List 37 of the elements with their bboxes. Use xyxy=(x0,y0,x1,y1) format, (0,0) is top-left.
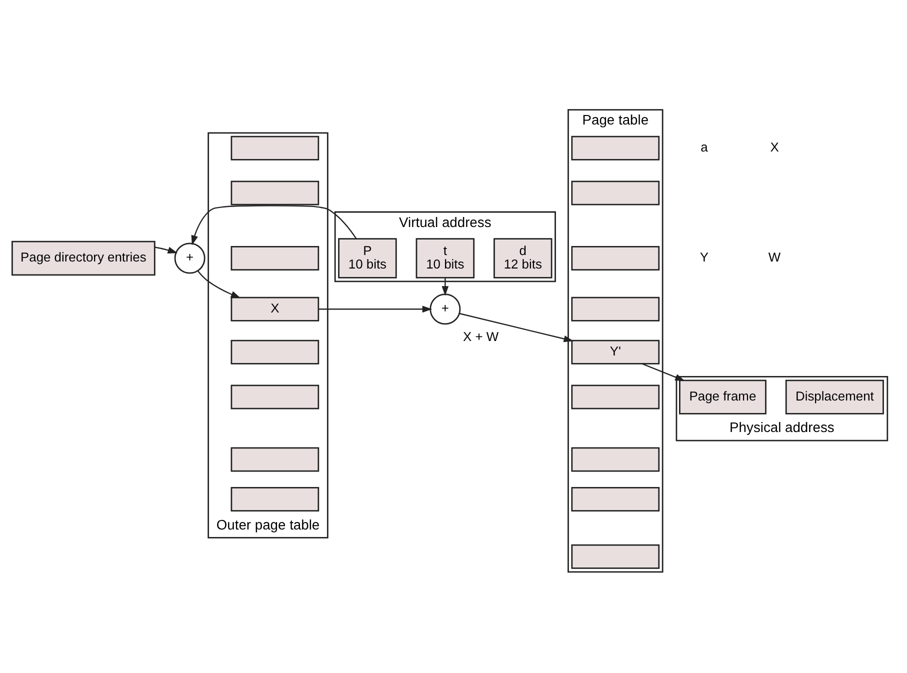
node-box: d 12 bits xyxy=(494,238,552,278)
label: Y xyxy=(700,249,709,264)
node-box xyxy=(230,180,320,205)
arrow xyxy=(154,246,178,253)
node-box xyxy=(571,246,660,270)
node-box: Displacement xyxy=(785,379,884,414)
label: a xyxy=(700,139,708,154)
node-box xyxy=(571,486,660,512)
node-box xyxy=(571,544,660,568)
arrow xyxy=(442,277,449,296)
node-box xyxy=(571,180,660,205)
node-box xyxy=(230,246,320,270)
node-box xyxy=(230,384,320,409)
label: X xyxy=(770,139,779,154)
node-box xyxy=(571,296,660,321)
node-box xyxy=(230,446,320,472)
node-box xyxy=(230,339,320,364)
node-box: t 10 bits xyxy=(416,238,475,278)
node-box xyxy=(230,486,320,512)
arrow xyxy=(318,305,432,312)
arrow xyxy=(642,362,685,380)
node-box: Page frame xyxy=(679,379,766,414)
node-box xyxy=(571,446,660,472)
node-circle: + xyxy=(174,242,206,274)
arrow xyxy=(459,312,574,342)
node-circle: + xyxy=(430,293,461,324)
node-box xyxy=(571,135,660,160)
node-box: Page directory entries xyxy=(11,240,156,276)
node-box: P 10 bits xyxy=(338,238,397,278)
label: W xyxy=(768,249,781,264)
node-box: X xyxy=(230,296,320,321)
arrow xyxy=(197,270,241,298)
edge-label: X + W xyxy=(463,328,499,344)
node-box xyxy=(230,135,320,160)
node-box: Y' xyxy=(571,339,660,364)
node-box xyxy=(571,384,660,409)
arrow xyxy=(191,204,357,245)
